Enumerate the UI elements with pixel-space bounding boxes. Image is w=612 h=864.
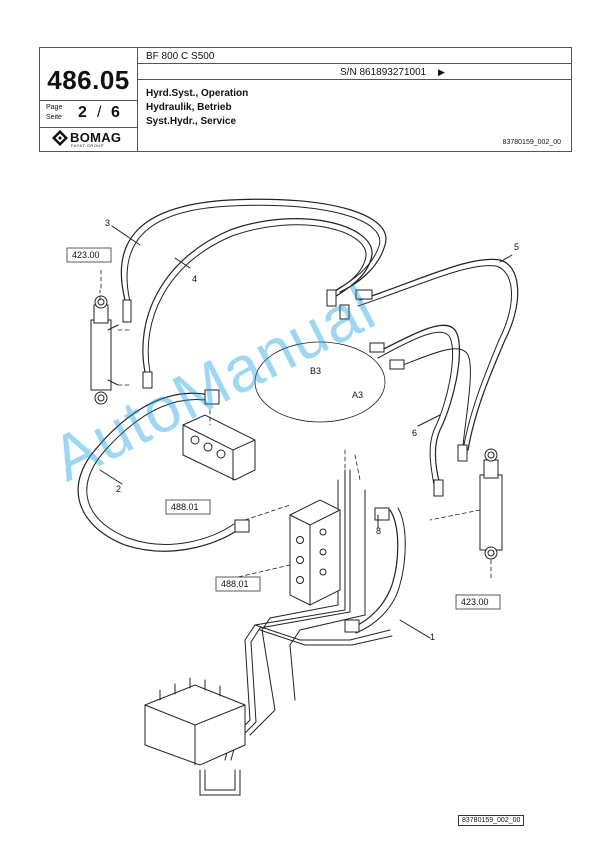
divider <box>40 100 137 101</box>
hose-4 <box>142 218 373 373</box>
page-label: Page <box>46 104 63 111</box>
page-label: Seite <box>46 114 62 121</box>
serial-arrow-icon: ▶ <box>438 67 445 77</box>
svg-text:488.01: 488.01 <box>171 502 199 512</box>
item-labels: 3 4 5 6 2 1 8 B3 A3 <box>105 218 519 642</box>
page-separator: / <box>97 104 102 121</box>
item-label: 3 <box>105 218 110 228</box>
hose-2 <box>77 392 239 552</box>
item-label: 8 <box>376 526 381 536</box>
divider <box>137 48 138 151</box>
item-label: 2 <box>116 484 121 494</box>
svg-text:423.00: 423.00 <box>461 597 489 607</box>
hose-6 <box>377 324 461 486</box>
reference-box: 423.00 <box>455 594 501 610</box>
brand-subtitle: FAYAT GROUP <box>71 143 104 148</box>
cylinder-right <box>479 474 503 551</box>
detail-ellipse <box>254 341 386 423</box>
hose-fittings <box>122 289 468 633</box>
reference-boxes: 423.00 488.01 488.01 423.00 <box>66 247 501 610</box>
svg-text:488.01: 488.01 <box>221 579 249 589</box>
brand-name: BOMAG <box>70 130 122 145</box>
title-line-fr: Syst.Hydr., Service <box>146 116 237 127</box>
hose-5 <box>359 258 519 451</box>
port-label: A3 <box>352 390 363 400</box>
hydraulic-diagram: 3 4 5 6 2 1 8 B3 A3 423.00 488.01 488.01… <box>66 198 519 796</box>
cylinder-left <box>90 319 112 391</box>
divider <box>137 63 571 64</box>
footer-document-reference: 83780159_002_00 <box>458 815 525 826</box>
page-current: 2 <box>78 104 87 121</box>
title-line-de: Hydraulik, Betrieb <box>146 102 232 113</box>
reference-box: 488.01 <box>165 499 211 515</box>
title-line-en: Hyrd.Syst., Operation <box>146 88 249 99</box>
section-number: 486.05 <box>47 65 130 95</box>
bomag-logo-icon <box>52 130 68 151</box>
svg-text:423.00: 423.00 <box>72 250 100 260</box>
divider <box>137 79 571 80</box>
serial-number: S/N 861893271001 <box>340 67 427 78</box>
item-label: 5 <box>514 242 519 252</box>
item-label: 6 <box>412 428 417 438</box>
document-reference: 83780159_002_00 <box>502 139 561 146</box>
divider <box>40 127 137 128</box>
title-block: BF 800 C S500 S/N 861893271001 ▶ 486.05 … <box>39 47 572 152</box>
machine-model: BF 800 C S500 <box>146 51 215 62</box>
hose-3 <box>120 198 387 301</box>
reference-box: 488.01 <box>215 576 261 592</box>
manifold-block-upper <box>182 414 256 481</box>
port-label: B3 <box>310 366 321 376</box>
page-total: 6 <box>111 104 120 121</box>
item-label: 1 <box>430 632 435 642</box>
manifold-block-lower <box>289 499 341 606</box>
reference-box: 423.00 <box>66 247 112 263</box>
hose-1 <box>351 509 399 629</box>
item-label: 4 <box>192 274 197 284</box>
